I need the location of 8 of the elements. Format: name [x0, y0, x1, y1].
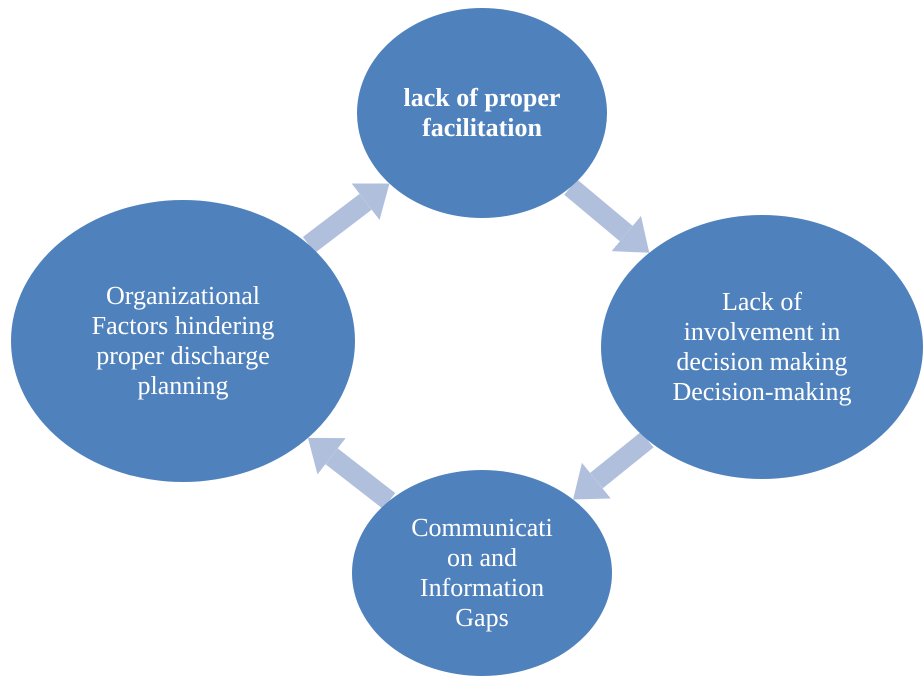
block-arrow: [564, 179, 650, 253]
block-arrow: [308, 438, 396, 509]
node-label: Lack of involvement in decision making Decision-making: [671, 287, 853, 407]
node-label: Communicati on and Information Gaps: [410, 513, 554, 633]
block-arrow: [302, 183, 390, 253]
node-label: lack of proper facilitation: [402, 83, 562, 143]
block-arrow: [573, 432, 654, 500]
node-label: Organizational Factors hindering proper discharge planning: [90, 281, 276, 401]
